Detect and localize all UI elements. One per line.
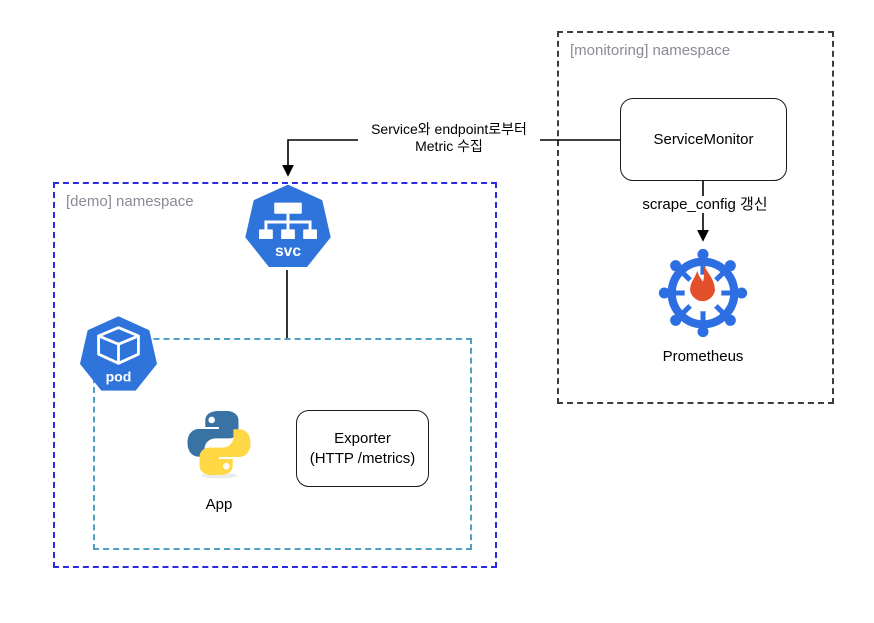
monitoring-namespace-box: [monitoring] namespace [557,31,834,404]
exporter-label-line2: (HTTP /metrics) [309,449,416,467]
flame-glyph [690,261,715,302]
demo-namespace-box: [demo] namespace [53,182,497,568]
metric-collect-line2: Metric 수집 [415,138,483,154]
servicemonitor-node: ServiceMonitor [620,98,787,181]
metric-collect-edge-label: Service와 endpoint로부터 Metric 수집 [358,121,540,155]
app-label: App [205,496,233,513]
svc-icon: svc [242,184,334,271]
prometheus-label: Prometheus [662,348,744,365]
svc-icon-label: svc [275,243,301,260]
demo-namespace-label: [demo] namespace [66,193,194,210]
pod-boundary-box [93,338,472,550]
exporter-node: Exporter (HTTP /metrics) [296,410,429,487]
monitoring-namespace-label: [monitoring] namespace [570,42,731,59]
pod-icon-label: pod [106,369,132,385]
python-icon [183,407,255,479]
exporter-label-line1: Exporter [334,429,391,447]
servicemonitor-label: ServiceMonitor [653,130,754,148]
prometheus-icon [657,247,749,339]
scrape-config-edge-label: scrape_config 갱신 [634,196,776,213]
metric-collect-line1: Service와 endpoint로부터 [371,121,527,137]
pod-icon: pod [77,316,160,394]
